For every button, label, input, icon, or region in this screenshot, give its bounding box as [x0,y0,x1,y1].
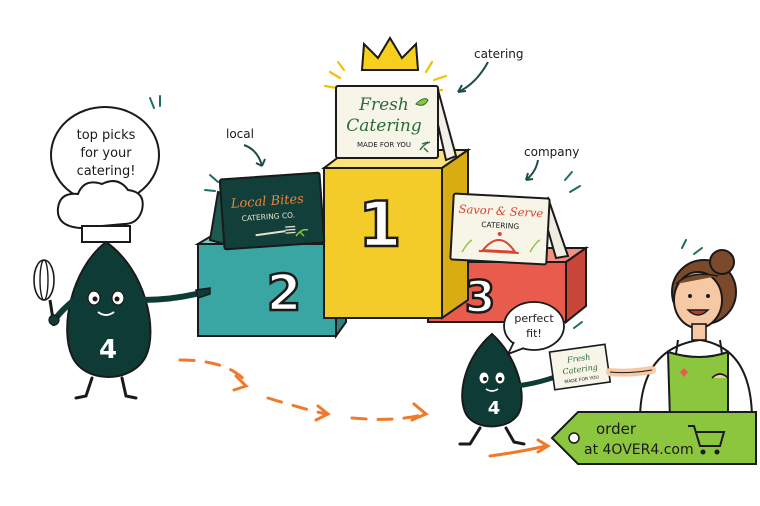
card-first-line2: Catering [346,116,422,136]
order-tag[interactable]: order at 4OVER4.com [550,411,757,465]
path-arrow [178,358,426,421]
chef-mascot: 4 [53,180,211,400]
small-mascot: 4 [458,332,555,446]
card-second-line2: CATERING CO. [241,210,295,223]
podium-number-second: 2 [267,264,302,322]
label-company: company [524,145,579,159]
whisk-icon [33,259,60,327]
woman [606,249,754,421]
small-mascot-number: 4 [488,398,501,419]
speech-line2: for your [80,146,132,161]
podium-number-first: 1 [358,188,401,261]
speech-line3: catering! [77,164,136,179]
leaf-icon [415,98,429,106]
tag-line2: at 4OVER4.com [584,442,694,458]
small-card-line3: MADE FOR YOU [564,374,599,385]
card-third-line2: CATERING [481,220,520,231]
small-bubble-line1: perfect [514,312,554,325]
small-bubble: perfect fit! [503,301,565,356]
card-second: Local Bites CATERING CO. [208,171,326,251]
company-arrow [525,159,539,181]
podium-number-third: 3 [465,272,496,323]
label-catering: catering [474,47,524,61]
cart-icon [688,425,726,455]
card-first-line1: Fresh [358,95,409,115]
small-bubble-line2: fit! [526,327,542,340]
small-card: Fresh Catering MADE FOR YOU [548,343,612,391]
small-card-line1: Fresh [565,353,590,365]
local-arrow [243,144,263,167]
label-local: local [226,127,254,141]
tag-line1: order [596,420,637,438]
card-first-line3: MADE FOR YOU [357,141,411,149]
crown-icon [360,36,420,71]
card-first: Fresh Catering MADE FOR YOU [335,85,458,162]
speech-line1: top picks [77,128,136,143]
card-third: Savor & Serve CATERING [449,192,570,266]
card-second-line1: Local Bites [229,192,304,212]
card-third-line1: Savor & Serve [458,202,543,220]
catering-arrow [457,61,489,93]
fork-icon [255,225,296,237]
mascot-number: 4 [99,335,117,365]
heart-icon [680,368,688,377]
cloche-icon [478,231,519,255]
